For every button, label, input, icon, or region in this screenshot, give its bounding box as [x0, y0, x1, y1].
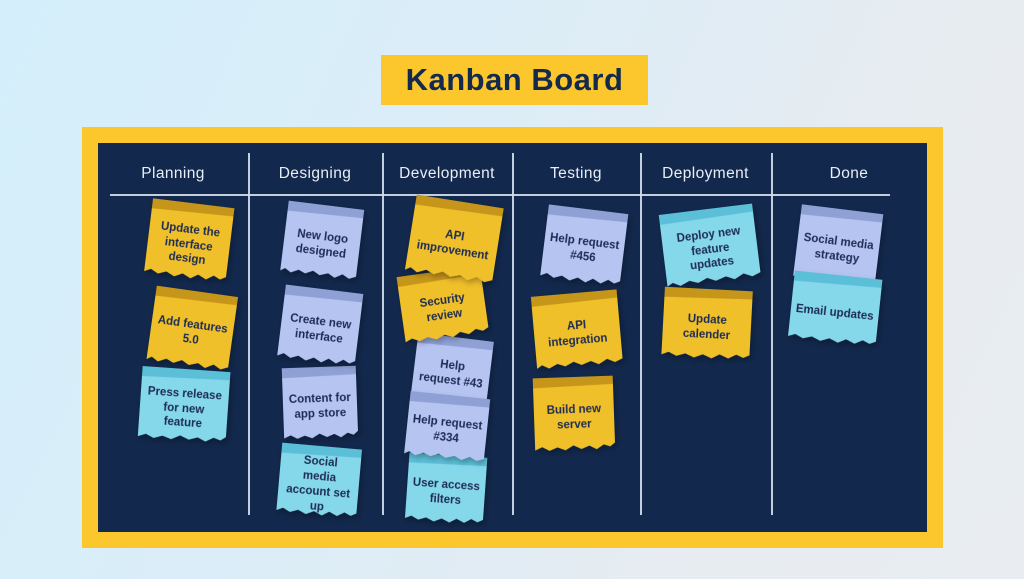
note-card[interactable]: Content for app store: [282, 366, 359, 443]
note-card[interactable]: API integration: [531, 289, 623, 372]
note-text: User access filters: [412, 476, 481, 508]
header-divider: [110, 194, 890, 196]
page-title: Kanban Board: [405, 62, 624, 97]
note-text: Add features 5.0: [157, 314, 229, 347]
column-divider: [512, 153, 514, 515]
column-divider: [248, 153, 250, 515]
note-fold: [529, 287, 619, 307]
column-divider: [382, 153, 384, 515]
note-fold: [154, 285, 240, 305]
column-header-designing: Designing: [278, 165, 352, 182]
column-divider: [640, 153, 642, 515]
column-header-done: Done: [829, 165, 869, 182]
note-fold: [531, 374, 615, 389]
note-fold: [546, 204, 630, 222]
note-text: New logo designed: [294, 228, 349, 261]
note-text: Press release for new feature: [147, 385, 223, 431]
column-header-planning: Planning: [141, 165, 205, 182]
note-card[interactable]: Update the interface design: [144, 198, 235, 285]
column-header-testing: Testing: [550, 165, 602, 182]
note-fold: [414, 194, 506, 216]
note-text: Security review: [418, 292, 466, 325]
note-text: API integration: [547, 319, 608, 350]
note-fold: [150, 198, 236, 217]
note-card[interactable]: Help request #334: [404, 391, 490, 465]
column-header-deployment: Deployment: [662, 165, 749, 182]
column-header-development: Development: [399, 165, 495, 182]
kanban-board: Planning Designing Development Testing D…: [82, 127, 943, 548]
note-text: Deploy new feature updates: [676, 224, 741, 273]
note-text: Social media strategy: [802, 231, 875, 266]
note-card[interactable]: Add features 5.0: [146, 286, 238, 375]
note-text: Create new interface: [289, 312, 352, 346]
note-fold: [286, 200, 366, 218]
note-fold: [799, 204, 885, 223]
note-text: Help request #334: [412, 413, 483, 446]
board-title-banner: Kanban Board: [381, 55, 648, 105]
note-fold: [663, 287, 755, 300]
column-divider: [771, 153, 773, 515]
note-card[interactable]: New logo designed: [280, 201, 364, 284]
note-fold: [283, 284, 365, 302]
note-fold: [657, 201, 755, 225]
note-card[interactable]: Press release for new feature: [138, 366, 231, 446]
note-text: Help request #456: [549, 231, 620, 265]
note-text: Email updates: [795, 302, 875, 323]
note-card[interactable]: Build new server: [533, 376, 616, 455]
note-card[interactable]: Social media account set up: [276, 443, 362, 522]
note-text: Update the interface design: [160, 220, 221, 268]
note-text: Update calender: [682, 313, 731, 343]
note-card[interactable]: Create new interface: [277, 285, 364, 370]
note-text: Build new server: [546, 403, 602, 432]
note-text: Social media account set up: [285, 454, 351, 514]
note-card[interactable]: API improvement: [404, 195, 503, 288]
note-card[interactable]: Help request #456: [540, 204, 629, 289]
note-card[interactable]: Update calender: [661, 287, 753, 364]
note-card[interactable]: Email updates: [788, 271, 883, 350]
note-text: Help request #43: [418, 358, 484, 391]
note-text: Content for app store: [288, 391, 352, 421]
kanban-board-surface: Planning Designing Development Testing D…: [98, 143, 927, 532]
note-text: API improvement: [415, 228, 490, 263]
note-card[interactable]: Deploy new feature updates: [659, 204, 762, 291]
